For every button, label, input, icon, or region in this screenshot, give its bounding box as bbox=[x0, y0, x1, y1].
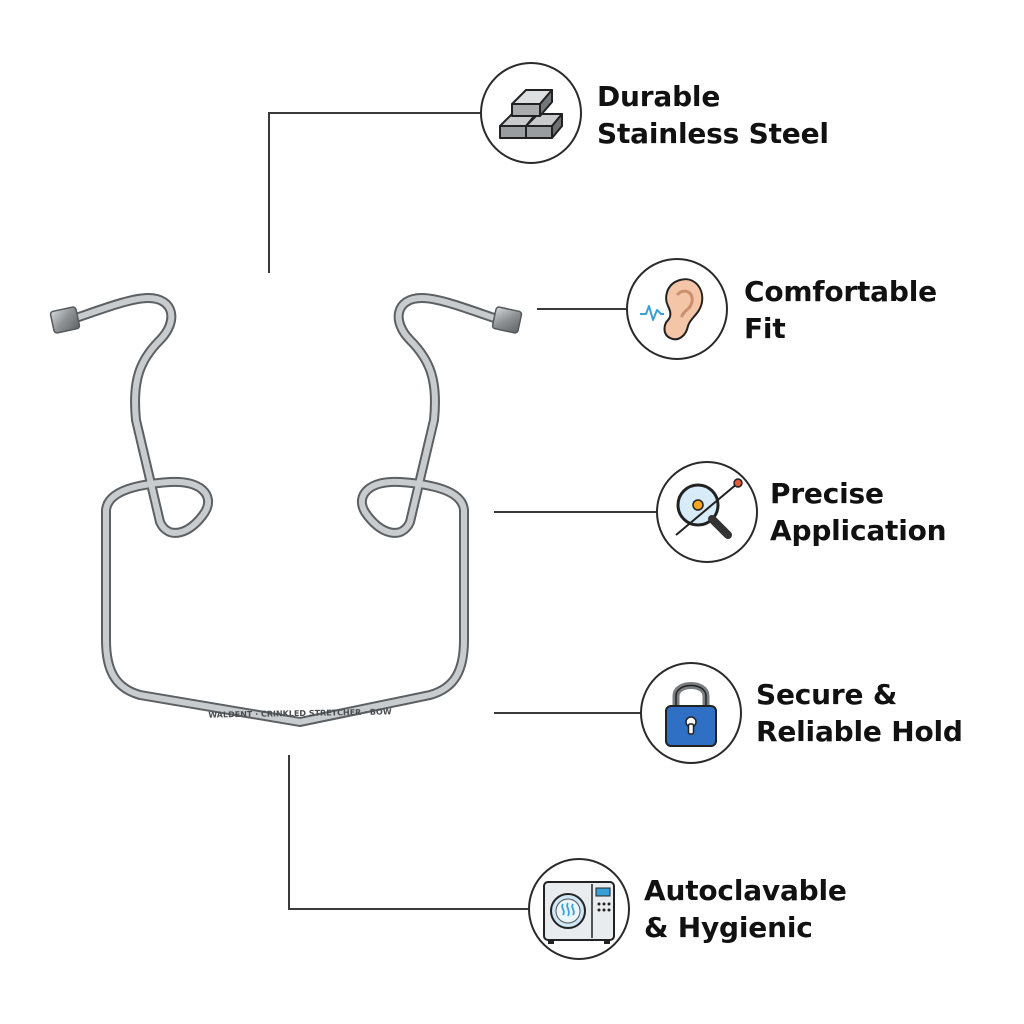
feature-label-durable: Durable Stainless Steel bbox=[597, 78, 829, 152]
magnifier-target-icon bbox=[675, 478, 743, 539]
feature-autoclavable-line1: Autoclavable bbox=[644, 874, 847, 907]
feature-durable-line1: Durable bbox=[597, 80, 721, 113]
feature-precise-line1: Precise bbox=[770, 477, 884, 510]
feature-label-autoclavable: Autoclavable & Hygienic bbox=[644, 872, 847, 946]
autoclave-icon bbox=[543, 881, 615, 944]
wire-frame bbox=[62, 293, 508, 727]
ear-icon-badge bbox=[626, 258, 728, 360]
autoclave-icon-badge bbox=[528, 858, 630, 960]
connector-durable bbox=[268, 112, 480, 273]
padlock-icon bbox=[665, 682, 717, 747]
feature-secure-line2: Reliable Hold bbox=[756, 715, 963, 748]
feature-comfortable-line1: Comfortable bbox=[744, 275, 937, 308]
wire-end-caps bbox=[49, 306, 523, 334]
feature-autoclavable-line2: & Hygienic bbox=[644, 911, 813, 944]
feature-precise-line2: Application bbox=[770, 514, 947, 547]
feature-durable-line2: Stainless Steel bbox=[597, 117, 829, 150]
feature-comfortable-line2: Fit bbox=[744, 312, 786, 345]
magnifier-icon-badge bbox=[656, 461, 758, 563]
padlock-icon-badge bbox=[640, 662, 742, 764]
steel-icon-badge bbox=[480, 62, 582, 164]
feature-label-comfortable: Comfortable Fit bbox=[744, 273, 937, 347]
feature-label-secure: Secure & Reliable Hold bbox=[756, 676, 963, 750]
connector-autoclavable bbox=[288, 755, 528, 910]
feature-label-precise: Precise Application bbox=[770, 475, 947, 549]
steel-ingots-icon bbox=[499, 89, 563, 139]
ear-icon bbox=[640, 278, 704, 341]
engraving-text: WALDENT · CRINKLED STRETCHER · BOW bbox=[208, 707, 392, 719]
feature-secure-line1: Secure & bbox=[756, 678, 898, 711]
